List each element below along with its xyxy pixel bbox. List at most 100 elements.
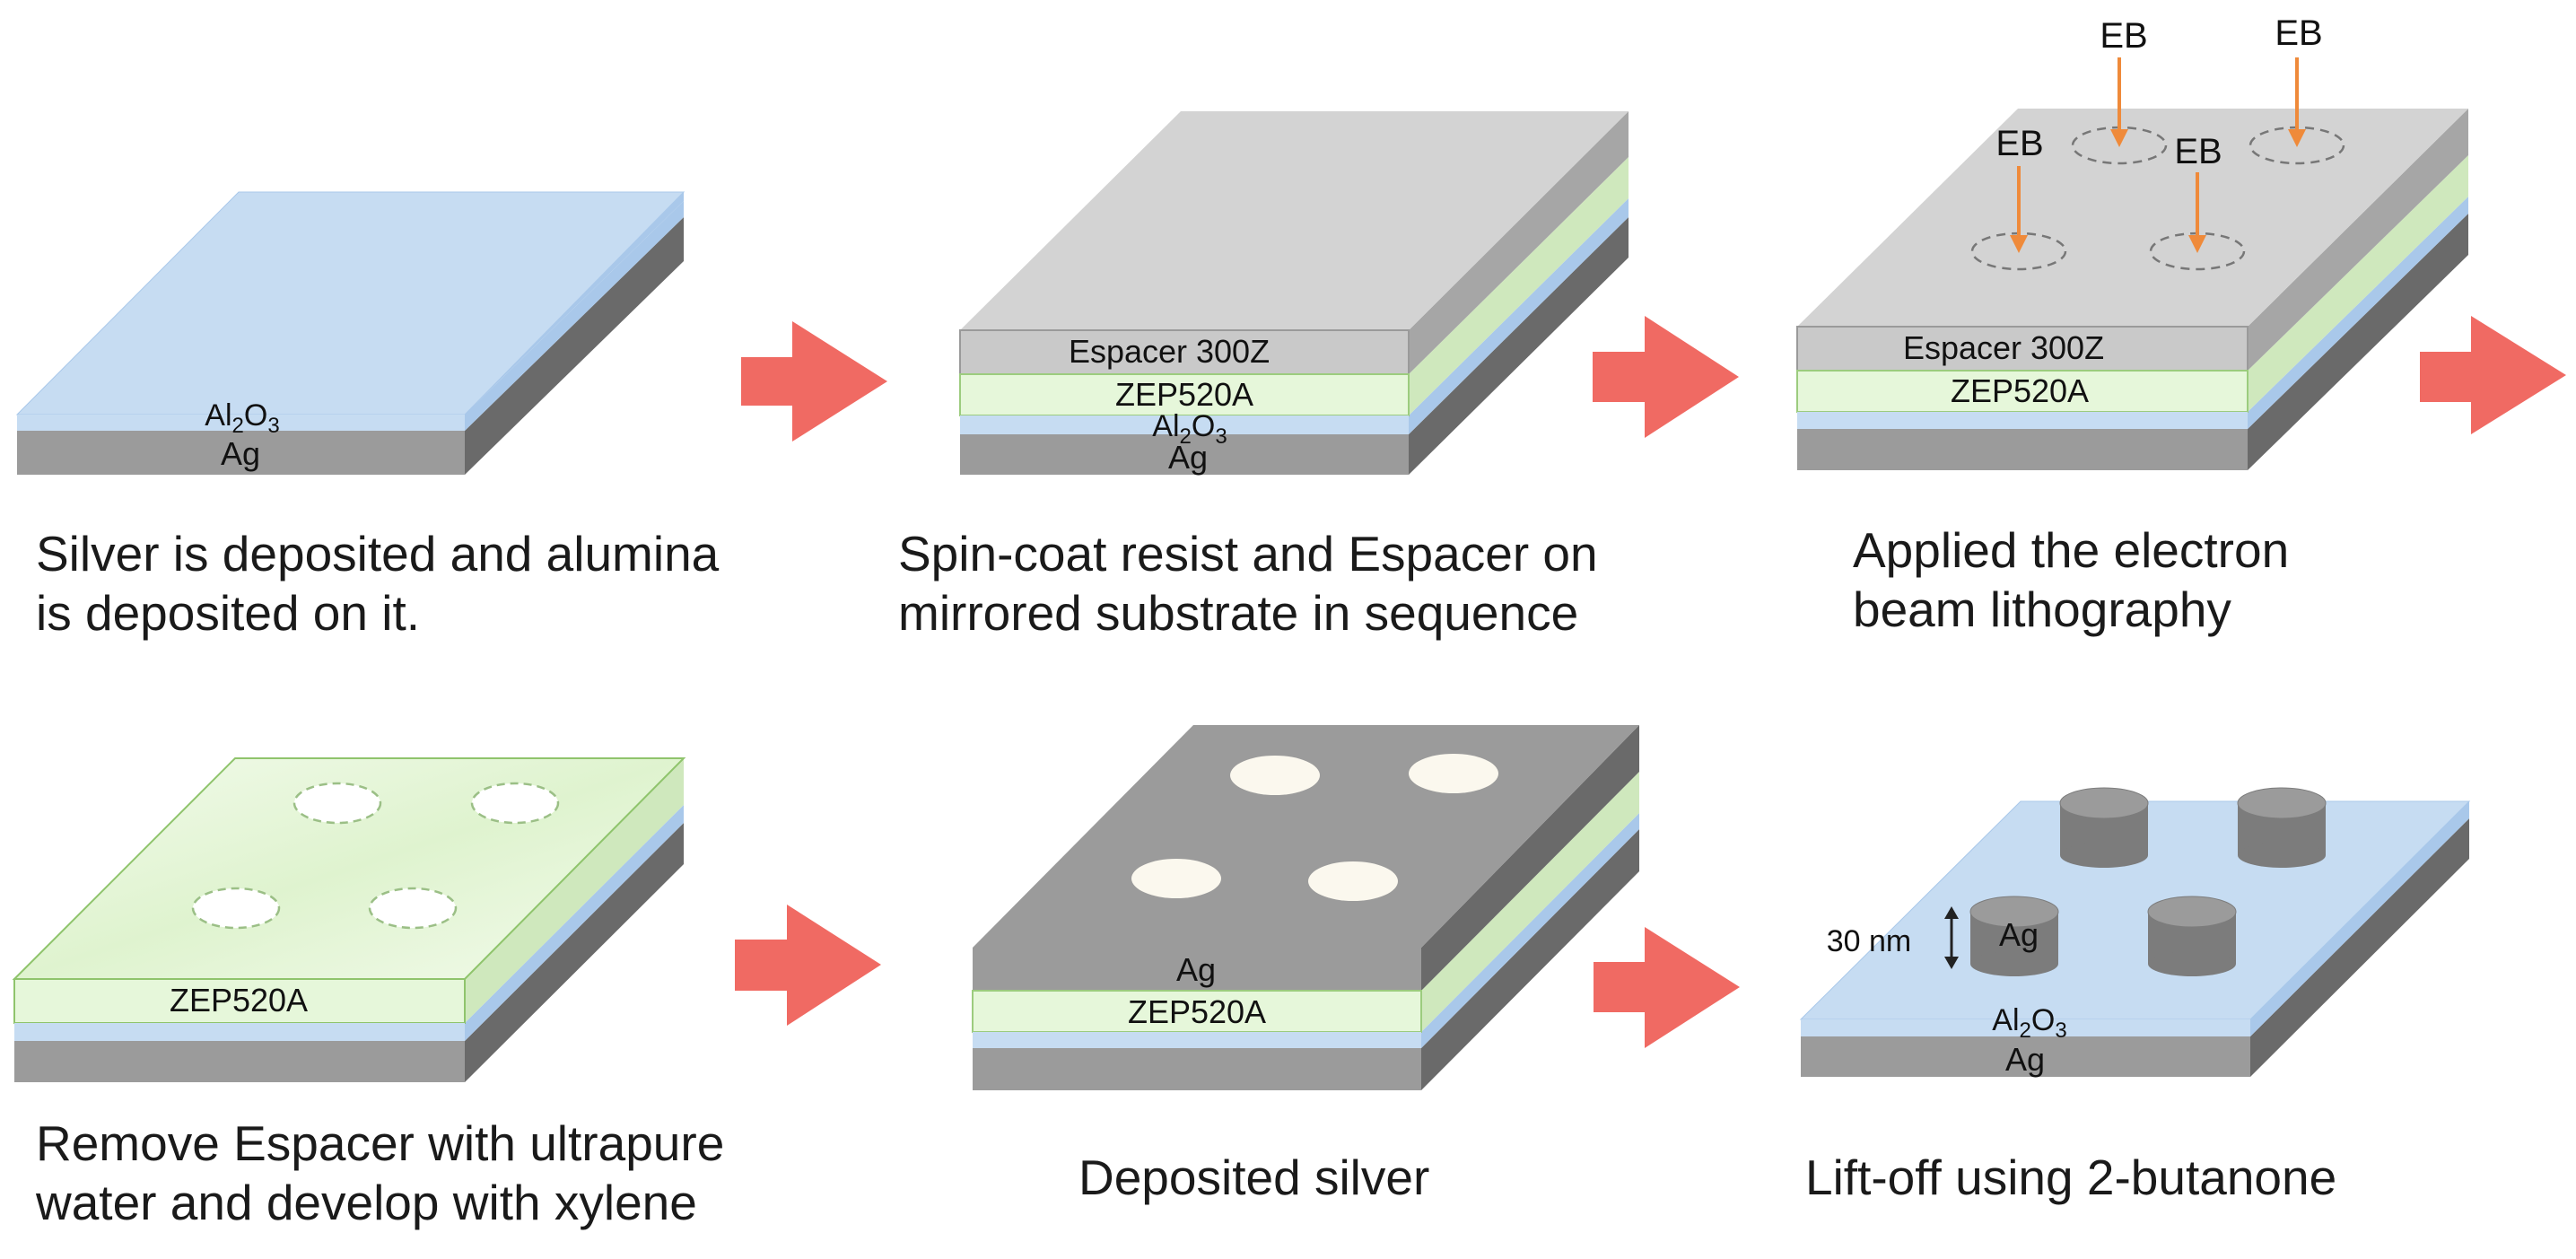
step2-caption-line1: Spin-coat resist and Espacer on — [898, 526, 1598, 581]
eb-label-2: EB — [2275, 13, 2322, 53]
step5-caption: Deposited silver — [1078, 1148, 1429, 1207]
develop-hole-3 — [191, 887, 281, 930]
step3-espacer-label: Espacer 300Z — [1903, 329, 2104, 366]
step6-alumina-right — [2250, 801, 2469, 1036]
step1-alumina-right — [465, 201, 684, 431]
step5-ag-top-front — [973, 948, 1421, 991]
step2-zep-right — [1409, 157, 1629, 415]
step2-espacer-right — [1409, 111, 1629, 374]
step3-zep-label: ZEP520A — [1951, 372, 2089, 409]
step2-espacer-label: Espacer 300Z — [1069, 333, 1270, 370]
eb-arrow-3 — [2010, 166, 2028, 253]
step1-caption: Silver is deposited and alumina is depos… — [36, 524, 719, 643]
step1-stack: Al2O3 Ag — [15, 191, 685, 475]
step3-caption-line2: beam lithography — [1853, 581, 2231, 637]
deposit-hole-4 — [1308, 861, 1398, 901]
step3-ag-right — [2248, 214, 2468, 470]
thickness-label: 30 nm — [1827, 924, 1912, 958]
eb-arrow-4 — [2188, 172, 2206, 253]
step2-alumina-front — [960, 415, 1409, 434]
ag-disk-4 — [2147, 896, 2237, 976]
step2-alumina-label: Al2O3 — [1152, 409, 1227, 449]
process-arrow-2 — [1593, 316, 1739, 438]
develop-hole-2 — [470, 782, 560, 825]
step2-stack: Espacer 300Z ZEP520A Al2O3 Ag — [959, 111, 1629, 476]
step5-alumina-right — [1421, 813, 1639, 1048]
eb-arrow-2 — [2288, 57, 2306, 147]
step3-alumina-front — [1797, 412, 2248, 429]
step5-zep-front — [972, 990, 1422, 1033]
eb-arrow-1 — [2110, 57, 2128, 147]
step4-zep-label: ZEP520A — [170, 982, 308, 1019]
step1-caption-line2: is deposited on it. — [36, 585, 421, 641]
step4-zep-front — [13, 978, 466, 1024]
step2-espacer-front — [959, 329, 1410, 375]
deposit-hole-2 — [1409, 754, 1498, 793]
step3-caption: Applied the electron beam lithography — [1853, 520, 2289, 639]
step4-ag-front — [14, 1041, 465, 1082]
deposit-hole-1 — [1230, 756, 1320, 795]
step2-espacer-top — [960, 111, 1629, 330]
step4-caption-line2: water and develop with xylene — [36, 1175, 697, 1230]
step6-ag-right — [2250, 818, 2469, 1077]
step1-ag-right — [465, 217, 684, 475]
process-arrow-5 — [1594, 927, 1740, 1048]
eb-label-1: EB — [2100, 16, 2147, 56]
step1-ag-label: Ag — [221, 435, 260, 472]
step5-caption-line1: Deposited silver — [1078, 1150, 1430, 1205]
step3-caption-line1: Applied the electron — [1853, 522, 2290, 578]
step6-alumina-front — [1801, 1019, 2250, 1036]
step2-ag-right — [1409, 217, 1629, 475]
deposit-hole-3 — [1131, 859, 1221, 898]
ag-disk-1 — [2059, 787, 2149, 868]
step5-ag-label: Ag — [1176, 951, 1216, 988]
develop-hole-1 — [293, 782, 382, 825]
step4-ag-right — [465, 823, 684, 1082]
step3-alumina-right — [2248, 197, 2468, 429]
step1-caption-line1: Silver is deposited and alumina — [36, 526, 720, 581]
step5-ag-bottom-front — [973, 1048, 1421, 1090]
step5-alumina-front — [973, 1032, 1421, 1048]
step6-ag-label: Ag — [2005, 1041, 2045, 1078]
thickness-indicator — [1944, 906, 1959, 969]
step3-espacer-front — [1796, 326, 2249, 372]
step2-caption: Spin-coat resist and Espacer on mirrored… — [898, 524, 1598, 643]
step6-caption-line1: Lift-off using 2-butanone — [1805, 1150, 2337, 1205]
process-arrow-3 — [2420, 316, 2566, 434]
step5-zep-right — [1421, 772, 1639, 1032]
step3-zep-right — [2248, 155, 2468, 412]
step5-zep-label: ZEP520A — [1128, 993, 1266, 1030]
step5-stack: Ag ZEP520A — [972, 725, 1639, 1090]
step3-zep-front — [1796, 370, 2249, 413]
ag-disk-2 — [2237, 787, 2327, 868]
eb-label-3: EB — [1995, 124, 2043, 163]
step2-ag-front — [960, 434, 1409, 475]
step5-ag-bottom-right — [1421, 829, 1639, 1090]
step2-zep-label: ZEP520A — [1115, 376, 1253, 413]
step4-caption: Remove Espacer with ultrapure water and … — [36, 1114, 724, 1232]
step2-alumina-right — [1409, 198, 1629, 434]
step3-espacer-right — [2248, 109, 2468, 371]
step4-alumina-right — [465, 805, 684, 1041]
step1-alumina-front — [17, 415, 465, 431]
step1-alumina-label: Al2O3 — [205, 398, 279, 438]
step3-stack: Espacer 300Z ZEP520A EB EB EB EB — [1796, 13, 2468, 470]
ag-disk-3 — [1969, 896, 2059, 976]
step4-zep-right — [465, 758, 684, 1023]
step6-caption: Lift-off using 2-butanone — [1805, 1148, 2336, 1207]
step1-ag-front — [17, 431, 465, 475]
develop-hole-4 — [368, 887, 458, 930]
step6-stack: Ag 30 nm Al2O3 Ag — [1799, 787, 2471, 1078]
eb-label-4: EB — [2174, 132, 2222, 171]
step4-stack: ZEP520A — [12, 757, 686, 1082]
step2-caption-line2: mirrored substrate in sequence — [898, 585, 1579, 641]
step4-alumina-front — [14, 1023, 465, 1041]
step5-ag-top-right — [1421, 725, 1639, 991]
step1-top-edge-right — [465, 192, 684, 415]
process-arrow-4 — [735, 905, 881, 1026]
step6-ag-front — [1801, 1036, 2250, 1077]
step2-ag-label: Ag — [1168, 439, 1208, 476]
step4-caption-line1: Remove Espacer with ultrapure — [36, 1115, 725, 1171]
disk-label: Ag — [1999, 916, 2039, 953]
